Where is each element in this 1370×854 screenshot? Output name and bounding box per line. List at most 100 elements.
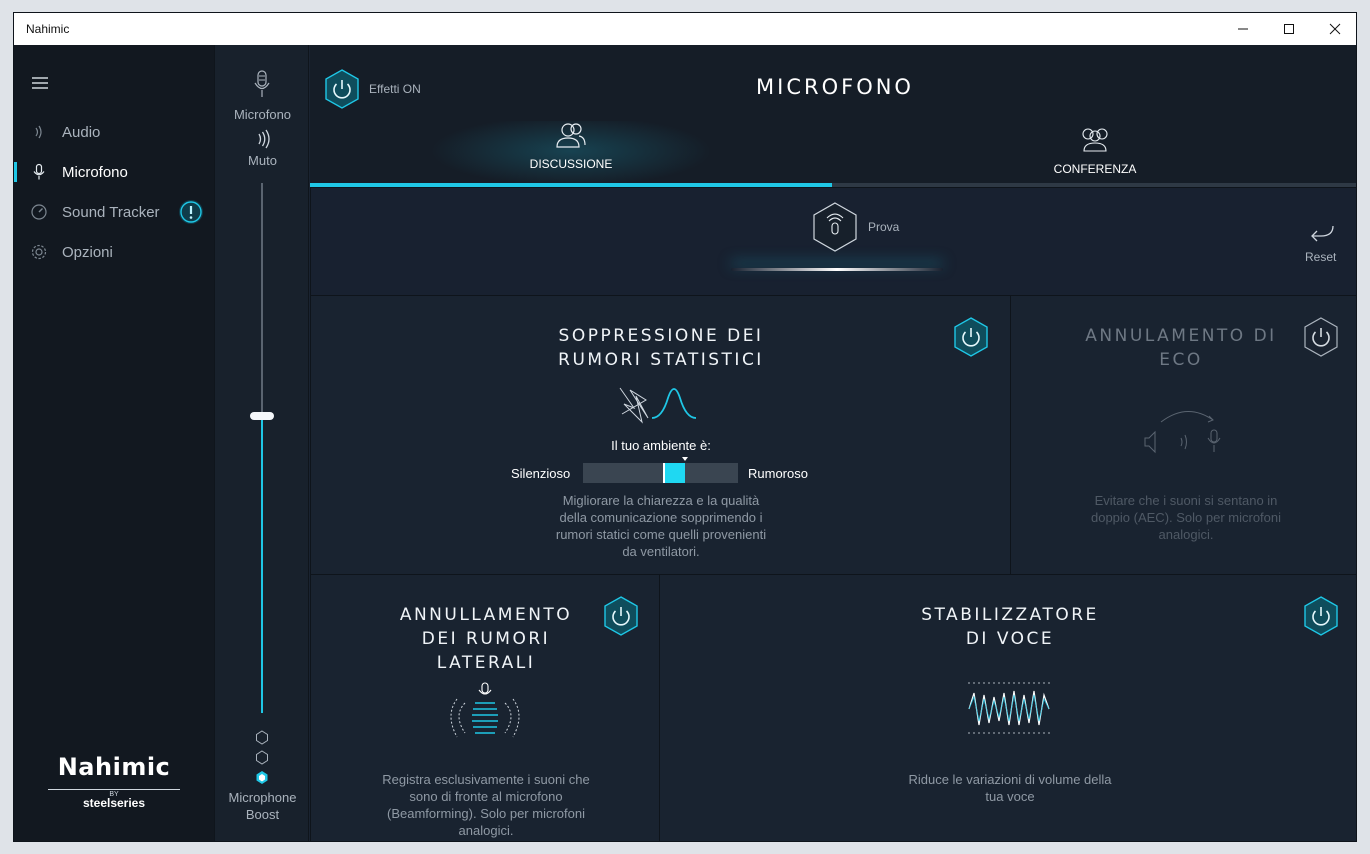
close-icon	[1329, 23, 1341, 35]
panel-title-line3: LATERALI	[436, 653, 536, 673]
desc-line: doppio (AEC). Solo per microfoni	[1090, 510, 1282, 525]
minimize-icon	[1238, 28, 1248, 30]
panel-description: Evitare che i suoni si sentano in doppio…	[1061, 492, 1311, 543]
env-label: Il tuo ambiente è:	[611, 438, 711, 453]
desc-line: Evitare che i suoni si sentano in	[1094, 493, 1278, 508]
test-level-glow	[731, 268, 943, 271]
desc-line: della comunicazione sopprimendo i	[559, 510, 763, 525]
desc-line: analogici.	[1158, 527, 1214, 542]
hamburger-menu-icon[interactable]	[31, 76, 49, 90]
panel-title-line1: SOPPRESSIONE DEI	[558, 326, 764, 346]
panel-echo-cancellation: ANNULAMENTO DI ECO Evitare che i suoni s…	[1010, 295, 1356, 574]
boost-label-line2: Boost	[245, 807, 280, 822]
panel-description: Registra esclusivamente i suoni che sono…	[351, 771, 621, 839]
panel-title-line2: DI VOCE	[965, 629, 1055, 649]
panel-title: STABILIZZATORE DI VOCE	[860, 603, 1160, 651]
volume-slider-fill	[261, 416, 263, 713]
window-title: Nahimic	[26, 22, 70, 36]
effects-power-button[interactable]	[323, 68, 361, 110]
mute-label[interactable]: Muto	[248, 153, 277, 168]
panel-title-line2: ECO	[1159, 350, 1203, 370]
tab-inactive-indicator	[832, 183, 1356, 187]
noise-wave-icon	[619, 387, 697, 424]
alert-badge-icon	[179, 200, 203, 224]
desc-line: (Beamforming). Solo per microfoni	[387, 806, 585, 821]
app-window: Nahimic Audio	[13, 12, 1357, 842]
sidebar-item-label: Sound Tracker	[62, 204, 160, 221]
nahimic-wordmark: Nahimic	[57, 753, 171, 781]
panel-title-line1: ANNULAMENTO DI	[1085, 326, 1277, 346]
quiet-label: Silenzioso	[511, 466, 571, 481]
tab-conferenza[interactable]: CONFERENZA	[832, 121, 1356, 187]
mute-waves-icon[interactable]	[253, 129, 273, 149]
mic-label: Microfono	[233, 107, 292, 122]
volume-slider-track[interactable]	[250, 183, 274, 713]
panel-lateral-noise: ANNULLAMENTO DEI RUMORI LATERALI	[310, 574, 659, 841]
desc-line: Registra esclusivamente i suoni che	[382, 772, 590, 787]
sidebar-item-opzioni[interactable]: Opzioni	[14, 232, 214, 272]
panel-noise-suppression: SOPPRESSIONE DEI RUMORI STATISTICI Il tu…	[310, 295, 1010, 574]
boost-label: Microphone Boost	[215, 789, 310, 823]
desc-line: Migliorare la chiarezza e la qualità	[562, 493, 760, 508]
panel-title-line1: STABILIZZATORE	[921, 605, 1099, 625]
maximize-button[interactable]	[1266, 13, 1312, 45]
test-area: Prova Reset	[310, 187, 1356, 295]
volume-slider-thumb[interactable]	[250, 412, 274, 420]
group-people-icon	[1082, 128, 1108, 152]
desc-line: da ventilatori.	[622, 544, 700, 559]
environment-slider[interactable]	[583, 457, 738, 483]
close-button[interactable]	[1312, 13, 1356, 45]
test-label: Prova	[868, 220, 900, 234]
tab-label: CONFERENZA	[1053, 162, 1137, 176]
echo-speaker-mic-icon	[1144, 411, 1221, 454]
reset-arrow-icon[interactable]	[1309, 224, 1335, 244]
compass-icon	[31, 204, 47, 220]
stabilizer-power-button[interactable]	[1302, 595, 1340, 637]
minimize-button[interactable]	[1220, 13, 1266, 45]
lateral-power-button[interactable]	[602, 595, 640, 637]
beamforming-icon	[450, 682, 520, 738]
main-content: Effetti ON MICROFONO DISCUSSIONE	[310, 45, 1356, 841]
title-bar: Nahimic	[14, 13, 1356, 45]
boost-label-line1: Microphone	[228, 790, 297, 805]
boost-level-icon[interactable]	[255, 730, 269, 786]
microphone-icon	[254, 70, 270, 97]
sidebar-item-microfono[interactable]: Microfono	[14, 152, 214, 192]
echo-power-button[interactable]	[1302, 316, 1340, 358]
desc-line: sono di fronte al microfono	[409, 789, 563, 804]
noise-power-button[interactable]	[952, 316, 990, 358]
panel-title: ANNULLAMENTO DEI RUMORI LATERALI	[386, 603, 586, 675]
brand-by: BY	[103, 791, 125, 798]
sidebar-item-label: Microfono	[62, 164, 128, 181]
sidebar-item-label: Opzioni	[62, 244, 113, 261]
panel-voice-stabilizer: STABILIZZATORE DI VOCE Riduce le variazi…	[659, 574, 1356, 841]
top-area: Effetti ON MICROFONO DISCUSSIONE	[310, 45, 1356, 187]
environment-caret-icon	[682, 457, 688, 461]
desc-line: analogici.	[458, 823, 514, 838]
tab-active-indicator	[310, 183, 832, 187]
test-mic-button[interactable]	[811, 201, 859, 253]
brand-logo: Nahimic BY steelseries	[48, 753, 180, 810]
sidebar-item-audio[interactable]: Audio	[14, 112, 214, 152]
panel-title: SOPPRESSIONE DEI RUMORI STATISTICI	[461, 324, 861, 372]
panel-description: Riduce le variazioni di volume della tua…	[860, 771, 1160, 805]
microphone-icon	[33, 163, 45, 180]
steelseries-wordmark: steelseries	[82, 796, 146, 810]
effects-label: Effetti ON	[369, 82, 421, 96]
desc-line: Riduce le variazioni di volume della	[908, 772, 1112, 787]
page-title: MICROFONO	[756, 75, 914, 99]
volume-column: Microfono Muto Microphone Boost	[214, 45, 310, 841]
noisy-label: Rumoroso	[748, 466, 808, 481]
gear-icon	[31, 244, 47, 260]
reset-label[interactable]: Reset	[1305, 250, 1337, 264]
environment-slider-thumb[interactable]	[663, 463, 685, 483]
voice-waveform-icon	[968, 682, 1050, 734]
maximize-icon	[1284, 24, 1294, 34]
sidebar-item-sound-tracker[interactable]: Sound Tracker	[14, 192, 214, 232]
desc-line: tua voce	[985, 789, 1035, 804]
desc-line: rumori statici come quelli provenienti	[555, 527, 767, 542]
panel-title-line1: ANNULLAMENTO	[399, 605, 573, 625]
tab-discussione[interactable]: DISCUSSIONE	[310, 121, 832, 187]
sidebar-item-label: Audio	[62, 124, 101, 141]
tab-label: DISCUSSIONE	[529, 157, 613, 171]
